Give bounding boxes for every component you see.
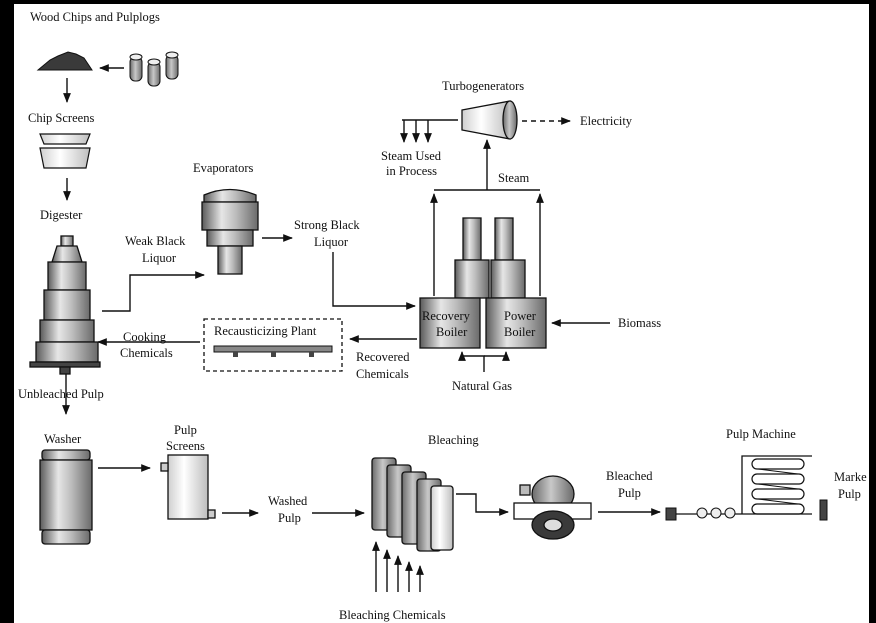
digester-icon bbox=[29, 235, 101, 375]
strong-black-liquor-label-2: Liquor bbox=[314, 235, 349, 249]
evaporators-icon bbox=[201, 188, 259, 275]
bleached-pulp-label-1: Bleached bbox=[606, 469, 653, 483]
bleaching-towers-icon bbox=[371, 457, 454, 552]
power-boiler-label-2: Boiler bbox=[504, 325, 536, 339]
pulp-screens-icon bbox=[160, 454, 216, 520]
steam-used-label-2: in Process bbox=[386, 164, 437, 178]
wood-chip-pile bbox=[36, 51, 93, 71]
turbogenerators-label: Turbogenerators bbox=[442, 79, 524, 93]
natural-gas-label: Natural Gas bbox=[452, 379, 512, 393]
electricity-label: Electricity bbox=[580, 114, 633, 128]
recovered-chemicals-label-1: Recovered bbox=[356, 350, 410, 364]
washed-pulp-label-2: Pulp bbox=[278, 511, 301, 525]
recovery-boiler-icon bbox=[419, 217, 490, 349]
turbogenerator-icon bbox=[461, 100, 518, 140]
wood-chips-label: Wood Chips and Pulplogs bbox=[30, 10, 160, 24]
pulp-process-diagram: Wood Chips and Pulplogs Chip Screens Dig… bbox=[18, 10, 867, 622]
chip-screens-label: Chip Screens bbox=[28, 111, 94, 125]
recausticizing-plant-box bbox=[203, 318, 343, 372]
bleaching-label: Bleaching bbox=[428, 433, 479, 447]
market-pulp-label-2: Pulp bbox=[838, 487, 861, 501]
diagram-canvas: Wood Chips and Pulplogs Chip Screens Dig… bbox=[14, 4, 869, 623]
recovered-chemicals-label-2: Chemicals bbox=[356, 367, 409, 381]
power-boiler-label-1: Power bbox=[504, 309, 537, 323]
press-roll-icon bbox=[513, 475, 592, 540]
washer-label: Washer bbox=[44, 432, 82, 446]
bleaching-chemicals-label: Bleaching Chemicals bbox=[339, 608, 446, 622]
washer-icon bbox=[39, 449, 93, 545]
cooking-chemicals-label-1: Cooking bbox=[123, 330, 167, 344]
recausticizing-plant-label: Recausticizing Plant bbox=[214, 324, 317, 338]
weak-black-liquor-label-2: Liquor bbox=[142, 251, 177, 265]
steam-used-label-1: Steam Used bbox=[381, 149, 442, 163]
pulp-screens-label-1: Pulp bbox=[174, 423, 197, 437]
bleached-pulp-label-2: Pulp bbox=[618, 486, 641, 500]
pulplogs-icon bbox=[129, 51, 179, 87]
market-pulp-label-1: Marke bbox=[834, 470, 867, 484]
washed-pulp-label-1: Washed bbox=[268, 494, 308, 508]
recovery-boiler-label-1: Recovery bbox=[422, 309, 471, 323]
power-boiler-icon bbox=[485, 217, 547, 349]
evaporators-label: Evaporators bbox=[193, 161, 254, 175]
pulp-screens-label-2: Screens bbox=[166, 439, 205, 453]
unbleached-pulp-label: Unbleached Pulp bbox=[18, 387, 104, 401]
weak-black-liquor-label-1: Weak Black bbox=[125, 234, 186, 248]
recausticizing-plant-icon bbox=[213, 345, 333, 357]
cooking-chemicals-label-2: Chemicals bbox=[120, 346, 173, 360]
pulp-machine-icon bbox=[665, 455, 828, 521]
pulp-machine-label: Pulp Machine bbox=[726, 427, 796, 441]
chip-screens-icon bbox=[39, 133, 91, 169]
recovery-boiler-label-2: Boiler bbox=[436, 325, 468, 339]
digester-label: Digester bbox=[40, 208, 83, 222]
steam-label: Steam bbox=[498, 171, 530, 185]
strong-black-liquor-label-1: Strong Black bbox=[294, 218, 360, 232]
biomass-label: Biomass bbox=[618, 316, 661, 330]
